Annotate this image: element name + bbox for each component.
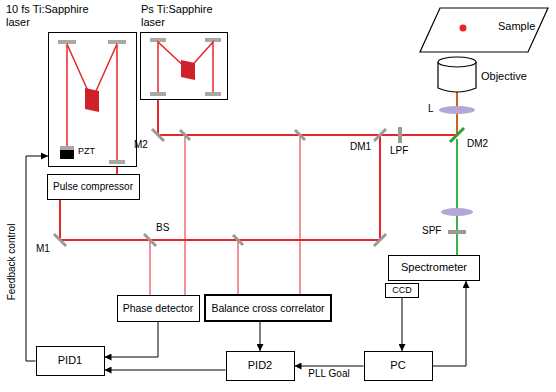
part-label: DM1	[350, 141, 371, 153]
mirror	[54, 234, 66, 246]
pickoff-beam	[238, 240, 239, 294]
box-label: CCD	[392, 285, 412, 296]
process-box: Balance cross correlator	[204, 294, 332, 322]
end-mirror	[60, 146, 74, 150]
lens	[441, 208, 473, 216]
output-coupler	[109, 160, 125, 164]
sample-slide	[420, 8, 548, 52]
pickoff-beam	[150, 240, 151, 295]
short-pass-filter	[448, 230, 466, 234]
edge-label: PLL Goal	[307, 368, 350, 380]
lens	[439, 106, 475, 114]
mirror	[233, 235, 243, 245]
signal-arrow	[105, 370, 226, 371]
signal-arrow	[433, 281, 467, 366]
beam-splitter	[144, 234, 156, 246]
objective-top	[438, 57, 476, 67]
mirror	[295, 130, 305, 140]
process-box: Spectrometer	[388, 255, 480, 281]
signal-arrow	[260, 322, 261, 351]
box-label: Balance cross correlator	[211, 302, 324, 315]
computer-box: PC	[364, 351, 433, 381]
box-label: PC	[390, 359, 405, 372]
part-label: Objective	[481, 70, 527, 83]
mirror	[152, 129, 164, 141]
cavity-beam	[67, 44, 117, 160]
part-label: L	[428, 103, 434, 115]
pickoff-beam	[185, 135, 186, 295]
part-label: Sample	[498, 20, 535, 33]
gain-crystal	[85, 88, 99, 112]
edge-label: Feedback control	[6, 223, 18, 302]
laser-beam	[116, 167, 118, 174]
mirror	[180, 130, 190, 140]
cavity-mirror	[58, 40, 76, 44]
part-label: DM2	[467, 138, 488, 150]
end-mirror	[205, 92, 221, 96]
dichroic-mirror	[450, 128, 464, 142]
camera-box: CCD	[385, 283, 419, 298]
part-label: BS	[156, 222, 169, 234]
part-label: SPF	[422, 225, 441, 237]
signal-arrow	[26, 156, 48, 361]
dichroic-mirror	[374, 129, 386, 141]
signal-arrow	[105, 322, 159, 358]
pzt-actuator	[60, 150, 74, 159]
box-label: PID2	[248, 359, 272, 372]
sample-spot	[460, 25, 467, 32]
process-box: Pulse compressor	[47, 174, 140, 200]
signal-arrow	[295, 366, 364, 367]
process-box: Phase detector	[117, 295, 200, 322]
part-label: PZT	[78, 146, 95, 156]
ps-beam	[158, 100, 457, 135]
box-label: PID1	[58, 354, 82, 367]
signal-beam	[456, 139, 458, 255]
box-label: Pulse compressor	[53, 181, 133, 193]
laser-box: 10 fs Ti:Sapphire laser	[48, 32, 137, 167]
controller-box: PID2	[226, 351, 295, 381]
box-label: Phase detector	[123, 302, 194, 315]
gain-crystal	[181, 60, 195, 80]
box-label: Spectrometer	[401, 261, 467, 274]
long-pass-filter	[398, 127, 402, 143]
cavity-mirror	[108, 40, 126, 44]
laser-heading: Ps Ti:Sapphire laser	[141, 3, 236, 29]
laser-box: Ps Ti:Sapphire laser	[140, 32, 228, 100]
pickoff-beam	[300, 135, 301, 294]
controller-box: PID1	[36, 346, 105, 376]
cavity-beam	[158, 42, 213, 92]
output-coupler	[150, 92, 166, 96]
part-label: LPF	[390, 145, 408, 157]
signal-arrow	[402, 298, 403, 352]
part-label: M1	[36, 243, 50, 255]
laser-heading: 10 fs Ti:Sapphire laser	[6, 3, 101, 29]
mirror	[374, 234, 386, 246]
